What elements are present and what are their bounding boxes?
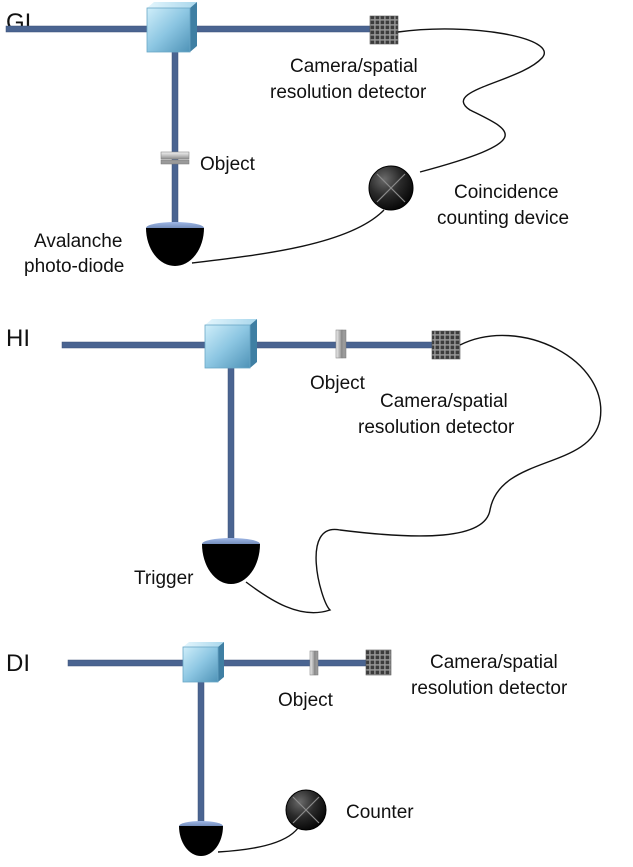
gi-apd-label-line1: Avalanche [34, 231, 122, 252]
gi-beam-splitter-icon [146, 2, 197, 53]
di-vertical-beam [197, 674, 205, 826]
di-camera-detector-icon [365, 649, 392, 676]
panel-hi: HI Object Camera/spatial resolution dete… [6, 319, 602, 614]
di-camera-label-line1: Camera/spatial [430, 652, 558, 673]
gi-apd-label-line2: photo-diode [24, 256, 124, 277]
gi-camera-wire [397, 28, 545, 173]
gi-vertical-beam [171, 39, 179, 231]
di-camera-label-line2: resolution detector [411, 678, 568, 699]
gi-avalanche-photodiode-icon [146, 222, 204, 266]
hi-camera-label-line1: Camera/spatial [380, 391, 508, 412]
di-counter-icon [285, 789, 327, 831]
gi-counter-label-line1: Coincidence [454, 182, 559, 203]
gi-coincidence-counter-icon [368, 165, 414, 211]
di-detector-wire [217, 827, 299, 853]
gi-camera-label-line2: resolution detector [270, 82, 427, 103]
hi-camera-detector-icon [431, 330, 461, 360]
panel-title-hi: HI [6, 325, 30, 352]
hi-object-slab-icon [335, 329, 347, 359]
hi-beam-splitter-icon [204, 319, 257, 369]
di-beam-splitter-icon [182, 642, 224, 683]
gi-object-slab-icon [160, 151, 190, 165]
di-object-label: Object [278, 690, 334, 711]
hi-trigger-detector-icon [202, 538, 260, 584]
hi-object-label: Object [310, 373, 366, 394]
di-object-slab-icon [309, 650, 319, 676]
panel-title-di: DI [6, 650, 30, 677]
gi-object-label: Object [200, 154, 256, 175]
gi-apd-wire [191, 209, 385, 264]
gi-camera-label-line1: Camera/spatial [290, 56, 418, 77]
hi-trigger-label: Trigger [134, 568, 194, 589]
hi-vertical-beam [227, 357, 235, 541]
gi-counter-label-line2: counting device [437, 208, 569, 229]
panel-gi: GI Object Camera/spatial resolution dete… [5, 2, 569, 277]
di-detector-icon [179, 821, 223, 856]
gi-camera-detector-icon [369, 15, 399, 45]
hi-camera-wire [245, 334, 602, 614]
panel-di: DI Object Camera/spatial resolution dete… [6, 642, 568, 856]
hi-camera-label-line2: resolution detector [358, 417, 515, 438]
di-counter-label: Counter [346, 802, 414, 823]
